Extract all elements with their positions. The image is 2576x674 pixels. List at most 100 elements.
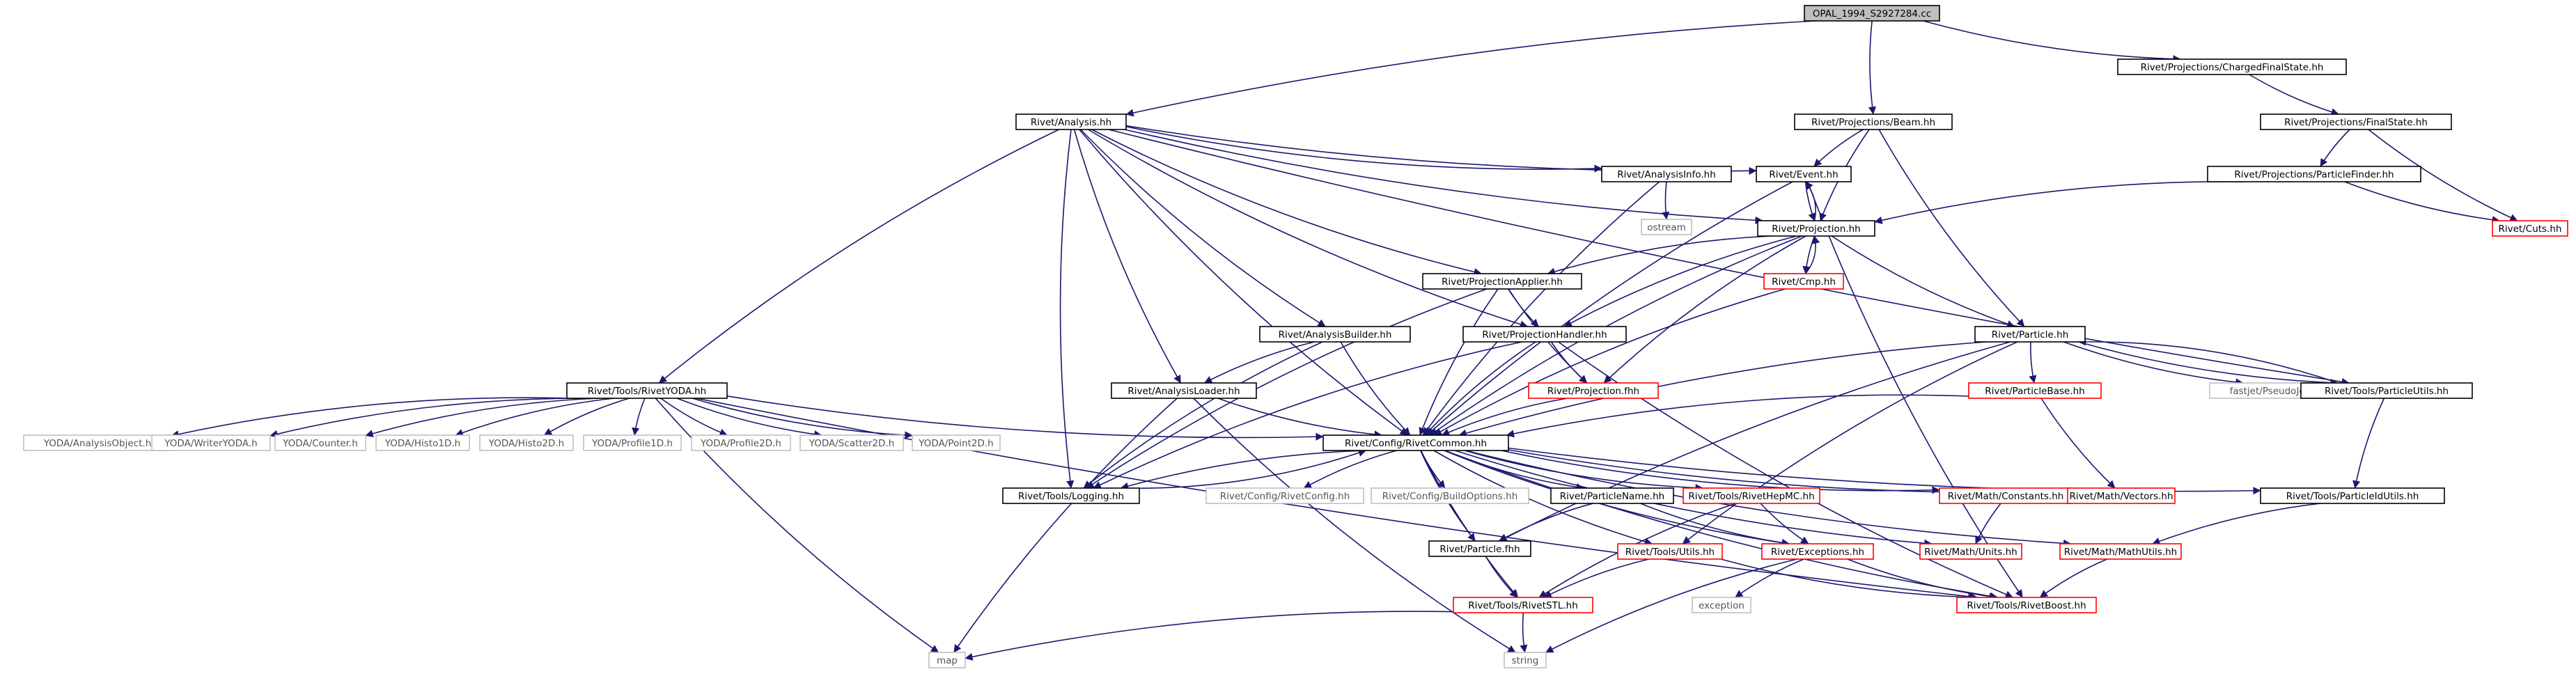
node-mconst[interactable]: Rivet/Math/Constants.hh (1939, 487, 2072, 504)
node-opal[interactable]: OPAL_1994_S2927284.cc (1804, 5, 1940, 22)
node-label-yp1: YODA/Profile1D.h (591, 438, 673, 449)
node-analysis[interactable]: Rivet/Analysis.hh (1015, 113, 1127, 130)
edge-aloader-to-string (1193, 398, 1516, 653)
node-box-logging (1002, 487, 1140, 504)
node-label-analysis: Rivet/Analysis.hh (1031, 117, 1111, 128)
edge-tutils-to-rivetboost (1720, 558, 1976, 602)
node-label-mutils: Rivet/Math/MathUtils.hh (2064, 547, 2177, 558)
node-box-fs (2260, 113, 2452, 130)
node-label-cmp: Rivet/Cmp.hh (1772, 276, 1836, 288)
node-mvectors[interactable]: Rivet/Math/Vectors.hh (2067, 487, 2176, 504)
node-label-rivetstl: Rivet/Tools/RivetSTL.hh (1468, 600, 1578, 611)
node-box-mvectors (2067, 487, 2176, 504)
edge-analysisinfo-to-ostream (1662, 181, 1670, 220)
node-bopts[interactable]: Rivet/Config/BuildOptions.hh (1371, 487, 1529, 504)
node-pfinder[interactable]: Rivet/Projections/ParticleFinder.hh (2207, 166, 2421, 182)
node-phandler[interactable]: Rivet/ProjectionHandler.hh (1462, 326, 1627, 343)
edge-papplier-to-logging (1086, 288, 1488, 489)
node-ostream[interactable]: ostream (1641, 219, 1692, 235)
node-label-ypt: YODA/Point2D.h (918, 438, 993, 449)
node-label-pname: Rivet/ParticleName.hh (1560, 491, 1664, 502)
node-pname[interactable]: Rivet/ParticleName.hh (1550, 487, 1674, 504)
edge-common-to-tutils (1433, 450, 1653, 546)
edge-rivetyoda-to-yao (171, 397, 568, 439)
node-yh2[interactable]: YODA/Histo2D.h (479, 434, 574, 451)
node-ypt[interactable]: YODA/Point2D.h (912, 434, 1001, 451)
node-yh1[interactable]: YODA/Histo1D.h (375, 434, 470, 451)
node-ys2[interactable]: YODA/Scatter2D.h (799, 434, 904, 451)
edge-analysis-to-event (1125, 125, 1757, 175)
node-label-exceptions: Rivet/Exceptions.hh (1771, 547, 1864, 558)
edge-common-to-mutils (1465, 450, 2072, 547)
edge-particle-to-putils (2078, 341, 2339, 387)
node-munits[interactable]: Rivet/Math/Units.hh (1919, 543, 2022, 560)
edge-abuilder-to-logging (1083, 341, 1323, 489)
node-common[interactable]: Rivet/Config/RivetCommon.hh (1322, 434, 1509, 451)
node-exceptions[interactable]: Rivet/Exceptions.hh (1761, 543, 1874, 560)
node-map[interactable]: map (928, 652, 966, 668)
node-cfs[interactable]: Rivet/Projections/ChargedFinalState.hh (2117, 58, 2347, 75)
node-box-phandler (1462, 326, 1627, 343)
node-rivetboost[interactable]: Rivet/Tools/RivetBoost.hh (1956, 597, 2097, 613)
node-rivetyoda[interactable]: Rivet/Tools/RivetYODA.hh (566, 382, 728, 399)
node-logging[interactable]: Rivet/Tools/Logging.hh (1002, 487, 1140, 504)
node-box-abuilder (1259, 326, 1411, 343)
edge-analysis-to-abuilder (1080, 129, 1326, 327)
node-exception[interactable]: exception (1692, 597, 1751, 613)
node-hepmc[interactable]: Rivet/Tools/RivetHepMC.hh (1683, 487, 1820, 504)
node-papplier[interactable]: Rivet/ProjectionApplier.hh (1422, 273, 1582, 290)
node-particle[interactable]: Rivet/Particle.hh (1974, 326, 2086, 343)
node-label-particle: Rivet/Particle.hh (1992, 329, 2069, 340)
edge-event-to-rivetboost (1806, 181, 2023, 598)
node-cuts[interactable]: Rivet/Cuts.hh (2492, 220, 2568, 237)
node-string[interactable]: string (1504, 652, 1547, 668)
node-box-pfhh (1428, 540, 1531, 557)
node-box-event (1756, 166, 1852, 182)
node-yao[interactable]: YODA/AnalysisObject.h (23, 434, 172, 451)
node-label-string: string (1512, 655, 1539, 666)
node-label-logging: Rivet/Tools/Logging.hh (1018, 491, 1124, 502)
edge-common-to-rivetstl (1420, 450, 1519, 598)
node-box-rivetstl (1453, 597, 1593, 613)
edge-analysis-to-phandler (1088, 129, 1529, 329)
node-box-bopts (1371, 487, 1529, 504)
edge-projection-to-common (1430, 235, 1802, 436)
edge-phandler-to-projfhh (1550, 341, 1588, 384)
node-projfhh[interactable]: Rivet/Projection.fhh (1528, 382, 1659, 399)
edge-beam-to-event (1813, 129, 1864, 167)
node-ywriter[interactable]: YODA/WriterYODA.h (151, 434, 271, 451)
node-label-abuilder: Rivet/AnalysisBuilder.hh (1279, 329, 1392, 340)
node-pbase[interactable]: Rivet/ParticleBase.hh (1968, 382, 2102, 399)
node-fs[interactable]: Rivet/Projections/FinalState.hh (2260, 113, 2452, 130)
node-pidutils[interactable]: Rivet/Tools/ParticleIdUtils.hh (2260, 487, 2445, 504)
node-beam[interactable]: Rivet/Projections/Beam.hh (1794, 113, 1953, 130)
edge-rivetyoda-to-ypt (692, 398, 913, 439)
node-analysisinfo[interactable]: Rivet/AnalysisInfo.hh (1601, 166, 1732, 182)
node-mutils[interactable]: Rivet/Math/MathUtils.hh (2059, 543, 2182, 560)
node-box-papplier (1422, 273, 1582, 290)
node-box-particle (1974, 326, 2086, 343)
node-abuilder[interactable]: Rivet/AnalysisBuilder.hh (1259, 326, 1411, 343)
node-label-pfinder: Rivet/Projections/ParticleFinder.hh (2234, 169, 2394, 180)
node-pfhh[interactable]: Rivet/Particle.fhh (1428, 540, 1531, 557)
node-putils[interactable]: Rivet/Tools/ParticleUtils.hh (2300, 382, 2473, 399)
edge-common-to-rconfig (1303, 450, 1398, 489)
edge-analysis-to-aloader (1073, 129, 1182, 384)
node-rconfig[interactable]: Rivet/Config/RivetConfig.hh (1205, 487, 1364, 504)
node-ycounter[interactable]: YODA/Counter.h (274, 434, 366, 451)
node-aloader[interactable]: Rivet/AnalysisLoader.hh (1111, 382, 1257, 399)
node-event[interactable]: Rivet/Event.hh (1756, 166, 1852, 182)
node-tutils[interactable]: Rivet/Tools/Utils.hh (1617, 543, 1723, 560)
node-yp1[interactable]: YODA/Profile1D.h (583, 434, 682, 451)
edge-rivetyoda-to-common (726, 395, 1324, 441)
edge-phandler-to-logging (1093, 341, 1522, 489)
node-yp2[interactable]: YODA/Profile2D.h (691, 434, 791, 451)
edge-aloader-to-common (1217, 398, 1382, 439)
node-rivetstl[interactable]: Rivet/Tools/RivetSTL.hh (1453, 597, 1593, 613)
edge-fs-to-pfinder (2320, 129, 2350, 167)
node-cmp[interactable]: Rivet/Cmp.hh (1763, 273, 1844, 290)
node-label-ostream: ostream (1647, 222, 1686, 233)
node-projection[interactable]: Rivet/Projection.hh (1757, 220, 1875, 237)
edge-mutils-to-rivetboost (2039, 558, 2108, 598)
